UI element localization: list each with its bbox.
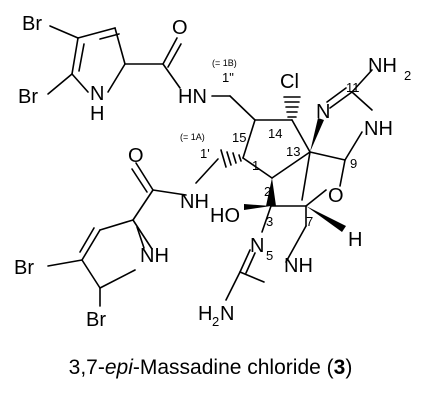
annotation-1a: (= 1A): [180, 132, 205, 142]
imidazoline-2-nh: NH: [284, 255, 313, 277]
annotation-1b: (= 1B): [212, 58, 237, 68]
hydrogen-7: H: [348, 229, 362, 251]
locant-1pp: 1": [222, 70, 234, 85]
locant-7: 7: [306, 214, 313, 229]
bottom-pyrrole: [47, 162, 187, 307]
amine-nh2-bottom-n: N: [220, 303, 234, 325]
imidazoline-1-n: N: [316, 101, 330, 123]
locant-2: 2: [264, 184, 271, 199]
amide-nh: NH: [180, 191, 209, 213]
locant-3: 3: [266, 214, 273, 229]
core-skeleton: [195, 69, 373, 301]
amine-nh2-top: NH: [368, 55, 397, 77]
locant-5: 5: [266, 248, 273, 263]
locant-1: 1: [252, 158, 259, 173]
amine-nh2-bottom-sub: 2: [212, 314, 219, 329]
oxygen-top: O: [172, 17, 188, 39]
amide-hn: HN: [178, 86, 207, 108]
top-pyrrole: [47, 25, 182, 95]
locant-11: 11: [346, 80, 360, 95]
caption-middle: -Massadine chloride (: [132, 356, 334, 379]
pyrrole-1-n: N: [90, 83, 104, 105]
locant-9: 9: [350, 156, 357, 171]
oxygen-left: O: [128, 145, 144, 167]
caption-suffix: ): [345, 356, 353, 379]
massadine-structure-diagram: Br Br O N H HN (= 1B) 1" (= 1A) 1' Cl 14…: [14, 13, 411, 331]
chlorine: Cl: [280, 71, 299, 93]
bromine-4: Br: [86, 309, 106, 331]
bromine-2: Br: [18, 86, 38, 108]
compound-caption: 3,7-epi-Massadine chloride (3): [0, 356, 421, 380]
caption-italic: epi: [104, 356, 133, 379]
caption-prefix: 3,7-: [68, 356, 105, 379]
bromine-1: Br: [22, 13, 42, 35]
locant-14: 14: [268, 126, 282, 141]
locant-15: 15: [232, 130, 246, 145]
hashed-bond-1prime: [220, 149, 242, 168]
pyrrole-2-nh: NH: [140, 245, 169, 267]
amine-nh2-bottom-h: H: [198, 303, 212, 325]
hashed-bond-cl: [283, 96, 301, 118]
locant-1p: 1': [200, 146, 210, 161]
pyrrole-1-h: H: [90, 103, 104, 125]
imidazoline-2-n: N: [250, 235, 264, 257]
hydroxyl: HO: [210, 205, 240, 227]
caption-compound-number: 3: [333, 356, 346, 379]
locant-13: 13: [286, 144, 300, 159]
bromine-3: Br: [14, 257, 34, 279]
ring-oxygen: O: [328, 185, 344, 207]
imidazoline-1-nh: NH: [364, 118, 393, 140]
amine-nh2-top-sub: 2: [404, 68, 411, 83]
